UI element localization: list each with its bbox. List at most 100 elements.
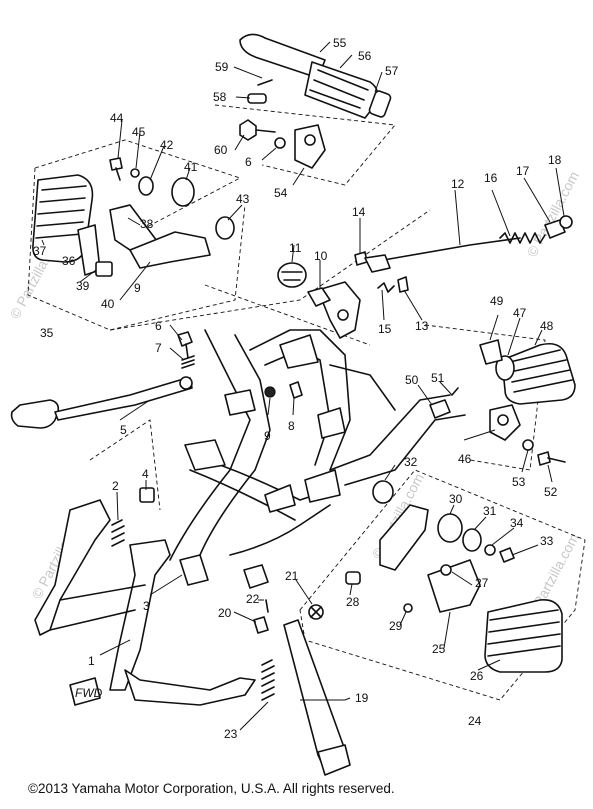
callout-10: 10 bbox=[314, 249, 328, 263]
nut-detail bbox=[310, 606, 322, 618]
frame-bracket bbox=[184, 439, 226, 471]
callout-42: 42 bbox=[160, 138, 174, 152]
callout-30: 30 bbox=[449, 492, 463, 506]
frame-tube bbox=[189, 469, 296, 521]
center-stand-assembly bbox=[34, 487, 256, 706]
frame-tube bbox=[249, 329, 351, 471]
callout-54: 54 bbox=[274, 186, 288, 200]
callout-1: 1 bbox=[88, 654, 95, 668]
callout-50: 50 bbox=[405, 373, 419, 387]
pin bbox=[257, 79, 273, 86]
callout-7: 7 bbox=[155, 341, 162, 355]
washer-43 bbox=[215, 216, 235, 240]
washer-34 bbox=[484, 544, 496, 556]
callout-18: 18 bbox=[548, 153, 562, 167]
callout-15: 15 bbox=[378, 322, 392, 336]
stand-crossbar bbox=[49, 584, 146, 631]
pivot-shaft bbox=[307, 287, 331, 307]
callout-37: 37 bbox=[33, 244, 47, 258]
washer-29 bbox=[403, 603, 413, 613]
rubber-ribs bbox=[487, 609, 561, 657]
rod-clevis bbox=[364, 254, 391, 273]
frame-tube bbox=[329, 394, 451, 471]
bolt-44-head bbox=[109, 157, 123, 171]
footrest-bracket-40 bbox=[129, 231, 211, 269]
callout-9: 9 bbox=[264, 429, 271, 443]
washer-42 bbox=[138, 176, 154, 196]
callout-47: 47 bbox=[513, 306, 527, 320]
pedal-pivot bbox=[179, 376, 193, 390]
callout-44: 44 bbox=[110, 111, 124, 125]
callout-17: 17 bbox=[516, 164, 530, 178]
callout-53: 53 bbox=[512, 475, 526, 489]
footrest-bracket-54 bbox=[294, 124, 326, 169]
callout-59: 59 bbox=[215, 60, 229, 74]
callout-51: 51 bbox=[431, 371, 445, 385]
stand-foot bbox=[317, 744, 351, 776]
callout-8: 8 bbox=[288, 419, 295, 433]
frame-bracket bbox=[224, 389, 256, 416]
callout-56: 56 bbox=[358, 49, 372, 63]
callout-55: 55 bbox=[333, 36, 347, 50]
spring-2 bbox=[111, 519, 125, 547]
callout-21: 21 bbox=[285, 569, 299, 583]
callout-14: 14 bbox=[352, 205, 366, 219]
callout-19: 19 bbox=[355, 691, 369, 705]
brake-arm-10 bbox=[317, 281, 361, 339]
pin-50 bbox=[429, 399, 451, 419]
callout-60: 60 bbox=[214, 143, 228, 157]
center-stand-leg bbox=[109, 539, 171, 691]
rubber-ribs bbox=[309, 69, 369, 109]
footrest-rubber-37 bbox=[32, 174, 94, 263]
callout-22: 22 bbox=[246, 592, 260, 606]
clip-27 bbox=[440, 564, 452, 576]
front-left-footrest-assembly bbox=[32, 157, 235, 277]
spring-15 bbox=[377, 282, 395, 293]
footrest-bar-47 bbox=[495, 355, 515, 381]
bolt-60-shank bbox=[255, 129, 276, 133]
brake-rod-assembly bbox=[364, 215, 573, 293]
rubber-ribs bbox=[35, 185, 87, 239]
washer-32 bbox=[372, 480, 394, 504]
assembly-outline-54 bbox=[214, 104, 396, 186]
leader-lines bbox=[41, 41, 565, 731]
bracket-4 bbox=[139, 487, 155, 503]
bracket-hole bbox=[304, 134, 316, 146]
callout-58: 58 bbox=[213, 90, 227, 104]
callout-39: 39 bbox=[76, 279, 90, 293]
cap-49 bbox=[479, 339, 503, 365]
callout-36: 36 bbox=[62, 254, 76, 268]
nut-9 bbox=[264, 386, 276, 398]
callout-24: 24 bbox=[468, 714, 482, 728]
callout-27: 27 bbox=[475, 576, 489, 590]
footrest-bar-25 bbox=[427, 559, 481, 613]
nut-18 bbox=[559, 215, 573, 229]
callout-34: 34 bbox=[510, 516, 524, 530]
assembly-outline-35 bbox=[34, 139, 242, 229]
callout-16: 16 bbox=[484, 171, 498, 185]
callout-49: 49 bbox=[490, 294, 504, 308]
stand-kick-arm bbox=[124, 669, 256, 706]
side-stand-assembly bbox=[243, 564, 351, 776]
arm-hole bbox=[337, 309, 349, 321]
center-stand-leg bbox=[34, 499, 111, 636]
callout-3: 3 bbox=[143, 599, 150, 613]
rubber-ribs bbox=[509, 349, 573, 393]
callout-12: 12 bbox=[451, 177, 465, 191]
bolt-6-shank bbox=[185, 343, 189, 359]
bracket bbox=[243, 564, 269, 589]
callout-38: 38 bbox=[140, 217, 154, 231]
callout-57: 57 bbox=[385, 64, 399, 78]
callout-11: 11 bbox=[289, 241, 302, 255]
callout-48: 48 bbox=[540, 319, 554, 333]
callout-5: 5 bbox=[120, 423, 127, 437]
clip-51 bbox=[451, 387, 459, 396]
callout-2: 2 bbox=[112, 479, 119, 493]
spacer-41 bbox=[171, 177, 195, 207]
washer-45 bbox=[130, 168, 140, 178]
washer-31 bbox=[462, 528, 482, 552]
frame-tube bbox=[169, 329, 251, 561]
callout-31: 31 bbox=[483, 504, 497, 518]
frame-tube bbox=[264, 349, 331, 466]
callout-6: 6 bbox=[155, 319, 162, 333]
